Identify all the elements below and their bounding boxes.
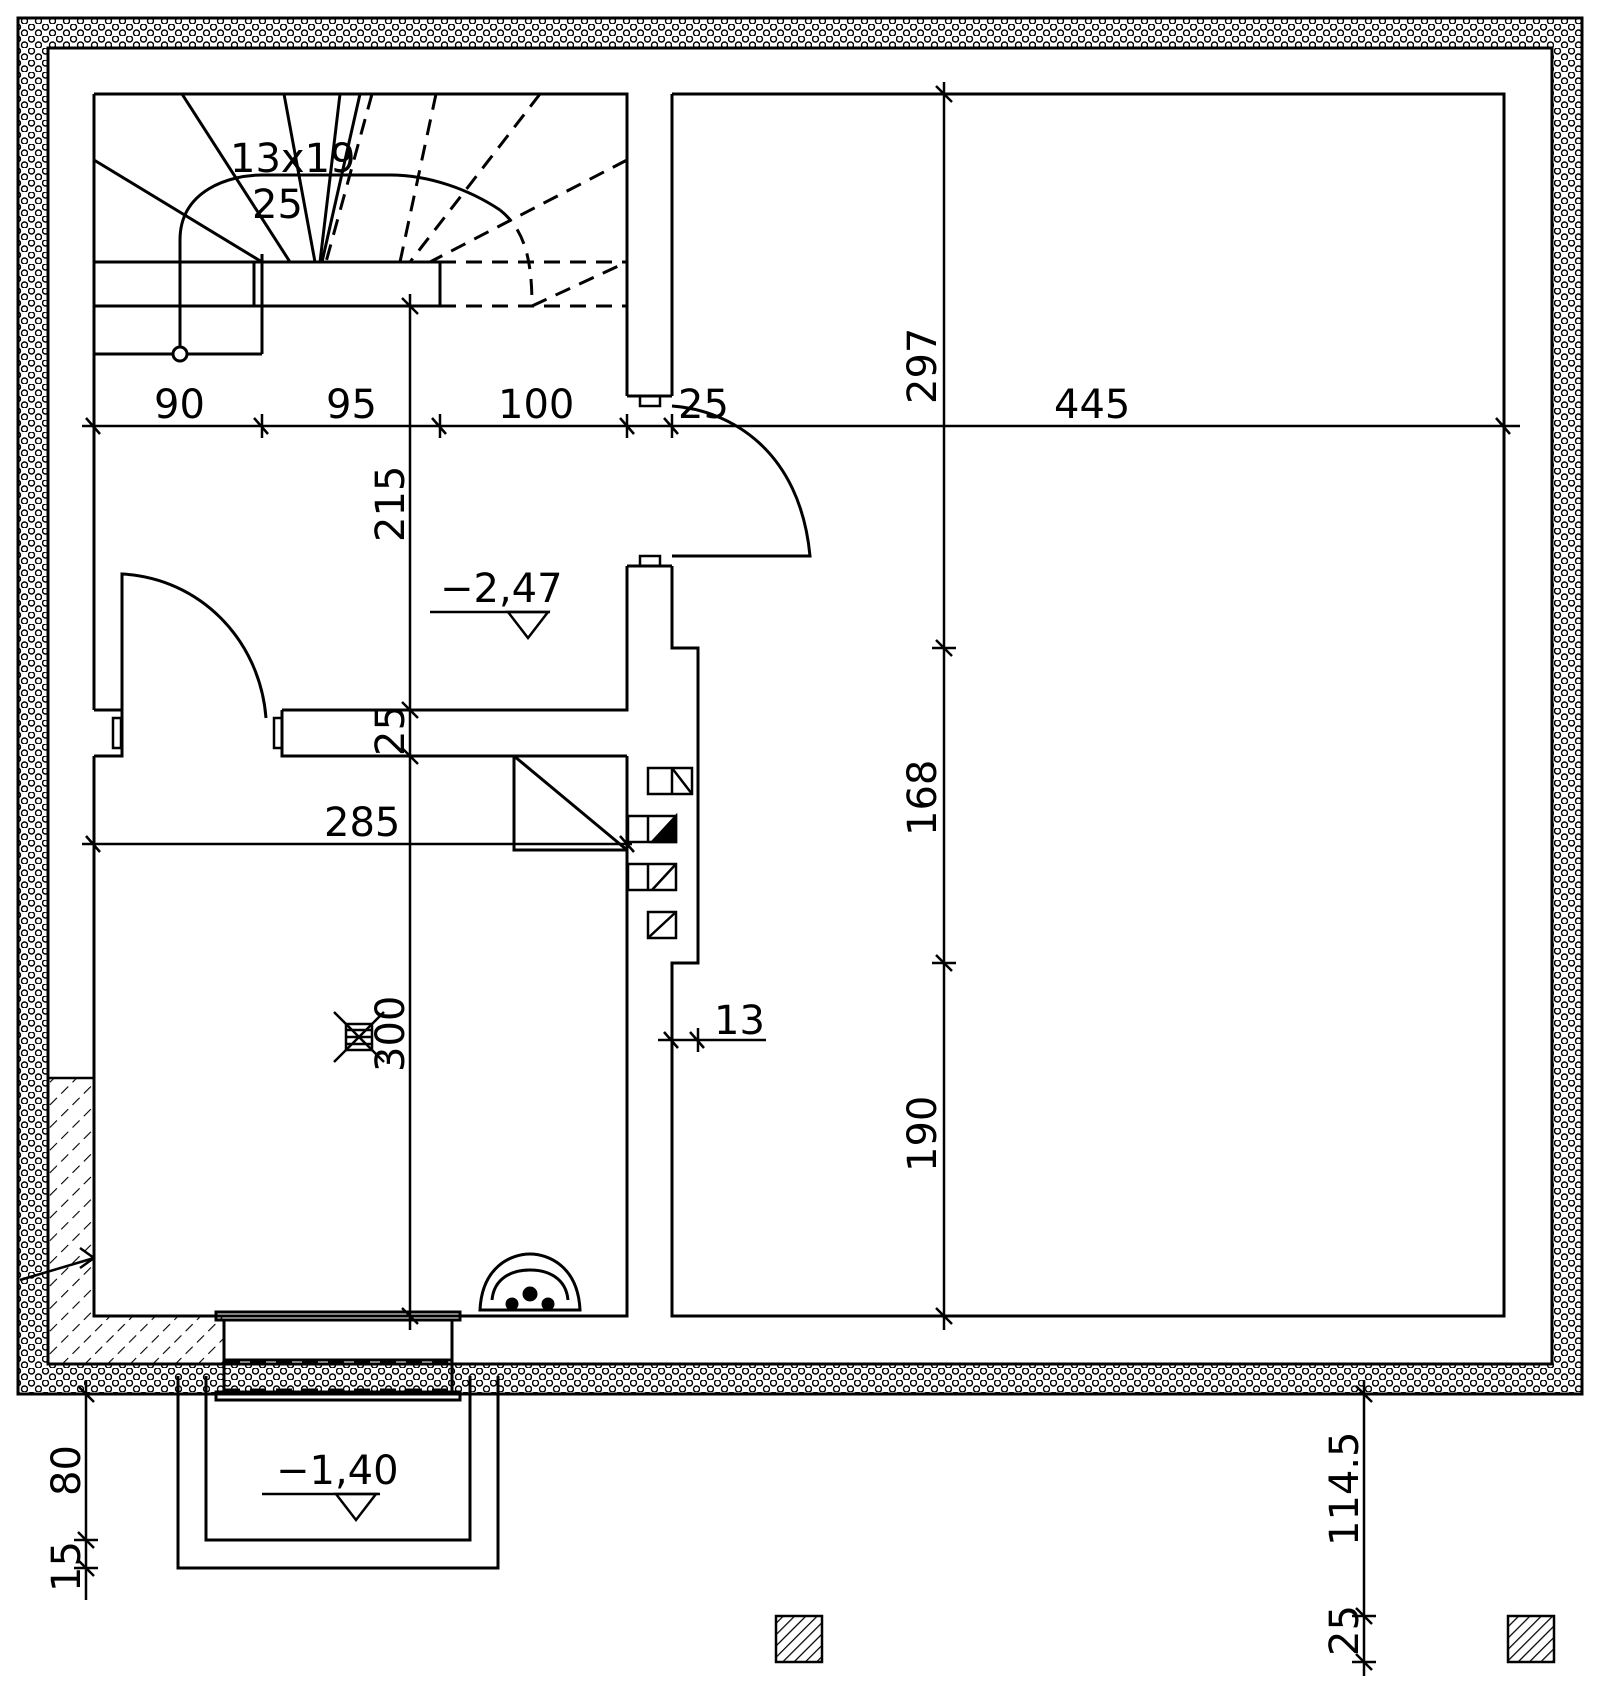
- dim-95: 95: [326, 382, 377, 428]
- level-label-basement: −2,47: [440, 566, 563, 612]
- dim-25-bottom: 25: [1322, 1605, 1368, 1656]
- stair-label-steps: 13x19: [230, 136, 355, 182]
- dim-114-5: 114.5: [1322, 1431, 1368, 1546]
- dim-297: 297: [900, 328, 946, 404]
- dim-25-mid: 25: [368, 705, 414, 756]
- dim-300: 300: [368, 996, 414, 1072]
- dim-15: 15: [44, 1541, 90, 1592]
- dim-13: 13: [714, 998, 765, 1044]
- dim-25-top: 25: [678, 382, 729, 428]
- dim-100: 100: [498, 382, 574, 428]
- staircase: [93, 93, 628, 363]
- dimension-lines: [74, 82, 1520, 1676]
- chimney-flues: [626, 766, 694, 940]
- survey-markers: [774, 1614, 1556, 1664]
- dim-285: 285: [324, 800, 400, 846]
- stair-label-going: 25: [252, 182, 303, 228]
- door-swings: [120, 404, 812, 719]
- entrance-well: [176, 1310, 500, 1570]
- outer-wall: [16, 16, 1584, 1396]
- level-label-entry: −1,40: [276, 1448, 399, 1494]
- interior-walls: [92, 92, 1506, 1318]
- dim-168: 168: [900, 760, 946, 836]
- equipment-box: [512, 754, 628, 852]
- hatched-pier: [19, 1076, 224, 1364]
- dim-190: 190: [900, 1096, 946, 1172]
- dim-445: 445: [1054, 382, 1130, 428]
- dim-80: 80: [44, 1445, 90, 1496]
- wc-icon: [478, 1252, 582, 1312]
- level-markers: [262, 610, 551, 1523]
- dim-215: 215: [368, 466, 414, 542]
- dim-90: 90: [154, 382, 205, 428]
- floor-drain-icon: [333, 1011, 385, 1063]
